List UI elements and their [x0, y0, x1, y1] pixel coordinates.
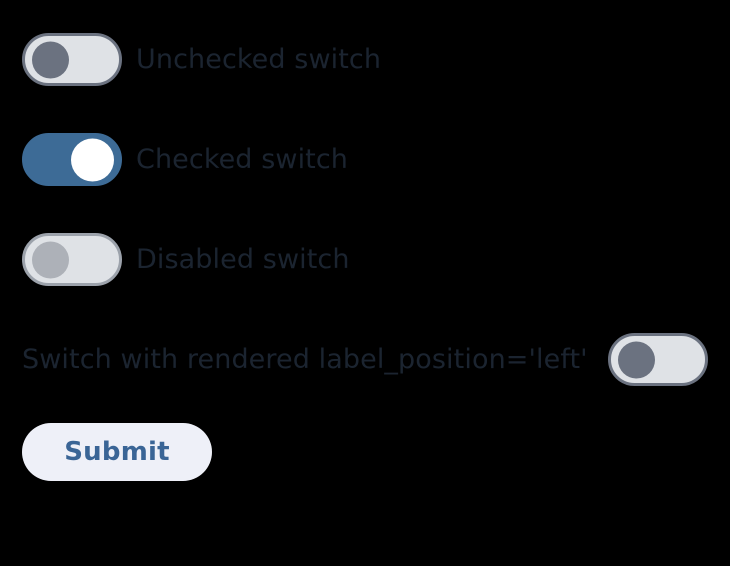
switch-thumb-icon — [71, 138, 114, 181]
switch-toggle-checked[interactable] — [22, 133, 122, 186]
switch-label-checked: Checked switch — [136, 144, 349, 175]
switch-thumb-icon — [32, 241, 69, 278]
switch-row-unchecked: Unchecked switch — [22, 33, 381, 86]
switch-label-label-left: Switch with rendered label_position='lef… — [22, 344, 588, 375]
switch-row-disabled: Disabled switch — [22, 233, 350, 286]
switch-thumb-icon — [618, 341, 655, 378]
switch-label-disabled: Disabled switch — [136, 244, 350, 275]
switch-toggle-unchecked[interactable] — [22, 33, 122, 86]
switch-row-checked: Checked switch — [22, 133, 348, 186]
switch-toggle-disabled — [22, 233, 122, 286]
switch-row-label-left: Switch with rendered label_position='lef… — [22, 333, 708, 386]
switch-label-unchecked: Unchecked switch — [136, 44, 382, 75]
submit-button[interactable]: Submit — [22, 423, 212, 481]
switch-thumb-icon — [32, 41, 69, 78]
switch-toggle-label-left[interactable] — [608, 333, 708, 386]
